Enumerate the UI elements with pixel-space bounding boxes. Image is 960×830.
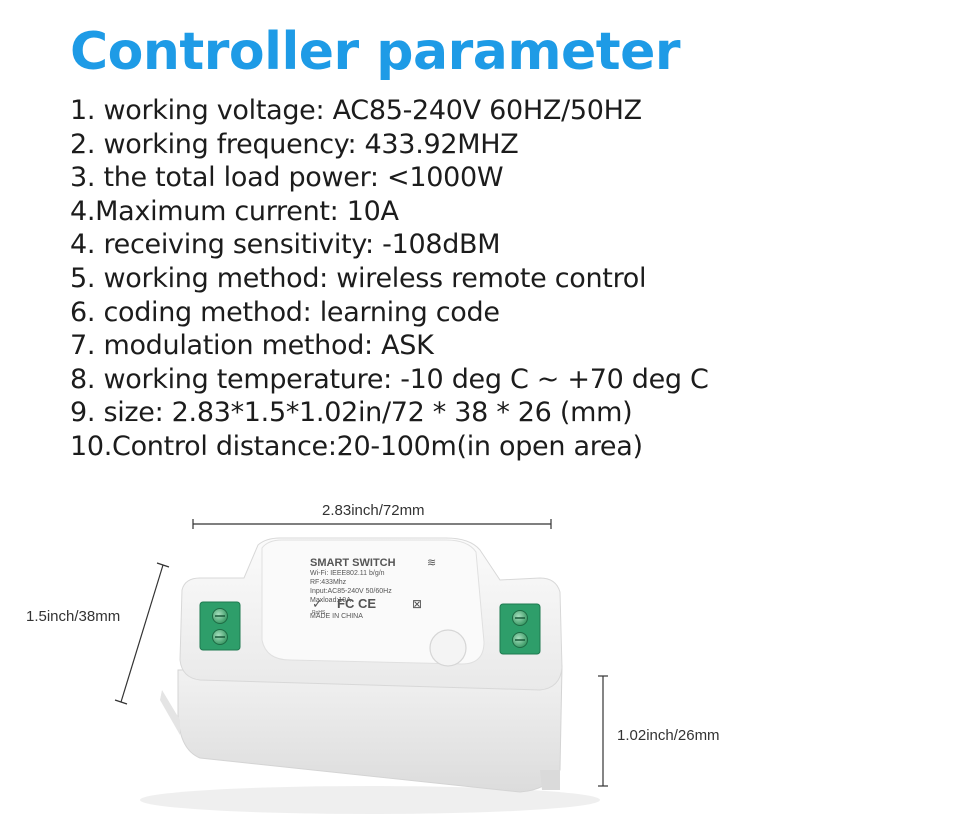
width-dimension-line: [114, 562, 170, 705]
device-wifi-text: Wi-Fi: IEEE802.11 b/g/n: [310, 570, 385, 577]
device-certs-text: FC CE: [337, 596, 376, 611]
spec-item: 1. working voltage: AC85-240V 60HZ/50HZ: [70, 95, 642, 126]
page-title: Controller parameter: [70, 22, 681, 82]
device-maxload-text: Maxload:10A: [310, 597, 351, 604]
height-dimension-line: [598, 675, 608, 787]
spec-item: 3. the total load power: <1000W: [70, 162, 504, 194]
length-dimension-label: 2.83inch/72mm: [322, 502, 425, 519]
spec-item: 2. working frequency: 433.92MHZ: [70, 128, 519, 160]
height-dimension-label: 1.02inch/26mm: [617, 727, 720, 744]
device-name-text: SMART SWITCH: [310, 557, 396, 569]
pairing-button: [429, 629, 467, 667]
spec-item: 4. receiving sensitivity: -108dBM: [70, 229, 501, 261]
wifi-signal-icon: ≋: [427, 556, 436, 569]
spec-item: 9. size: 2.83*1.5*1.02in/72 * 38 * 26 (m…: [70, 397, 633, 429]
spec-list: 1. working voltage: AC85-240V 60HZ/50HZ …: [70, 94, 709, 464]
width-dimension-label: 1.5inch/38mm: [26, 608, 121, 625]
spec-item: 7. modulation method: ASK: [70, 330, 434, 362]
left-terminal-block: [199, 601, 241, 651]
spec-item: 6. coding method: learning code: [70, 296, 500, 328]
device-rohs-text: RoHS: [312, 610, 326, 616]
right-terminal-block: [499, 603, 541, 655]
spec-item: 5. working method: wireless remote contr…: [70, 262, 647, 294]
rohs-check-icon: ✓: [312, 597, 323, 612]
spec-item: 4.Maximum current: 10A: [70, 195, 399, 227]
spec-item: 8. working temperature: -10 deg C ~ +70 …: [70, 363, 709, 395]
device-input-text: Input:AC85-240V 50/60Hz: [310, 588, 392, 595]
device-label: SMART SWITCH ≋ Wi-Fi: IEEE802.11 b/g/n R…: [310, 556, 436, 620]
device-made-in-text: MADE IN CHINA: [310, 613, 363, 620]
smart-switch-product-image: SMART SWITCH ≋ Wi-Fi: IEEE802.11 b/g/n R…: [114, 519, 608, 814]
spec-item: 10.Control distance:20-100m(in open area…: [70, 430, 643, 462]
device-rf-text: RF:433Mhz: [310, 579, 347, 586]
weee-bin-icon: ⊠: [412, 597, 422, 611]
length-dimension-line: [192, 519, 552, 529]
